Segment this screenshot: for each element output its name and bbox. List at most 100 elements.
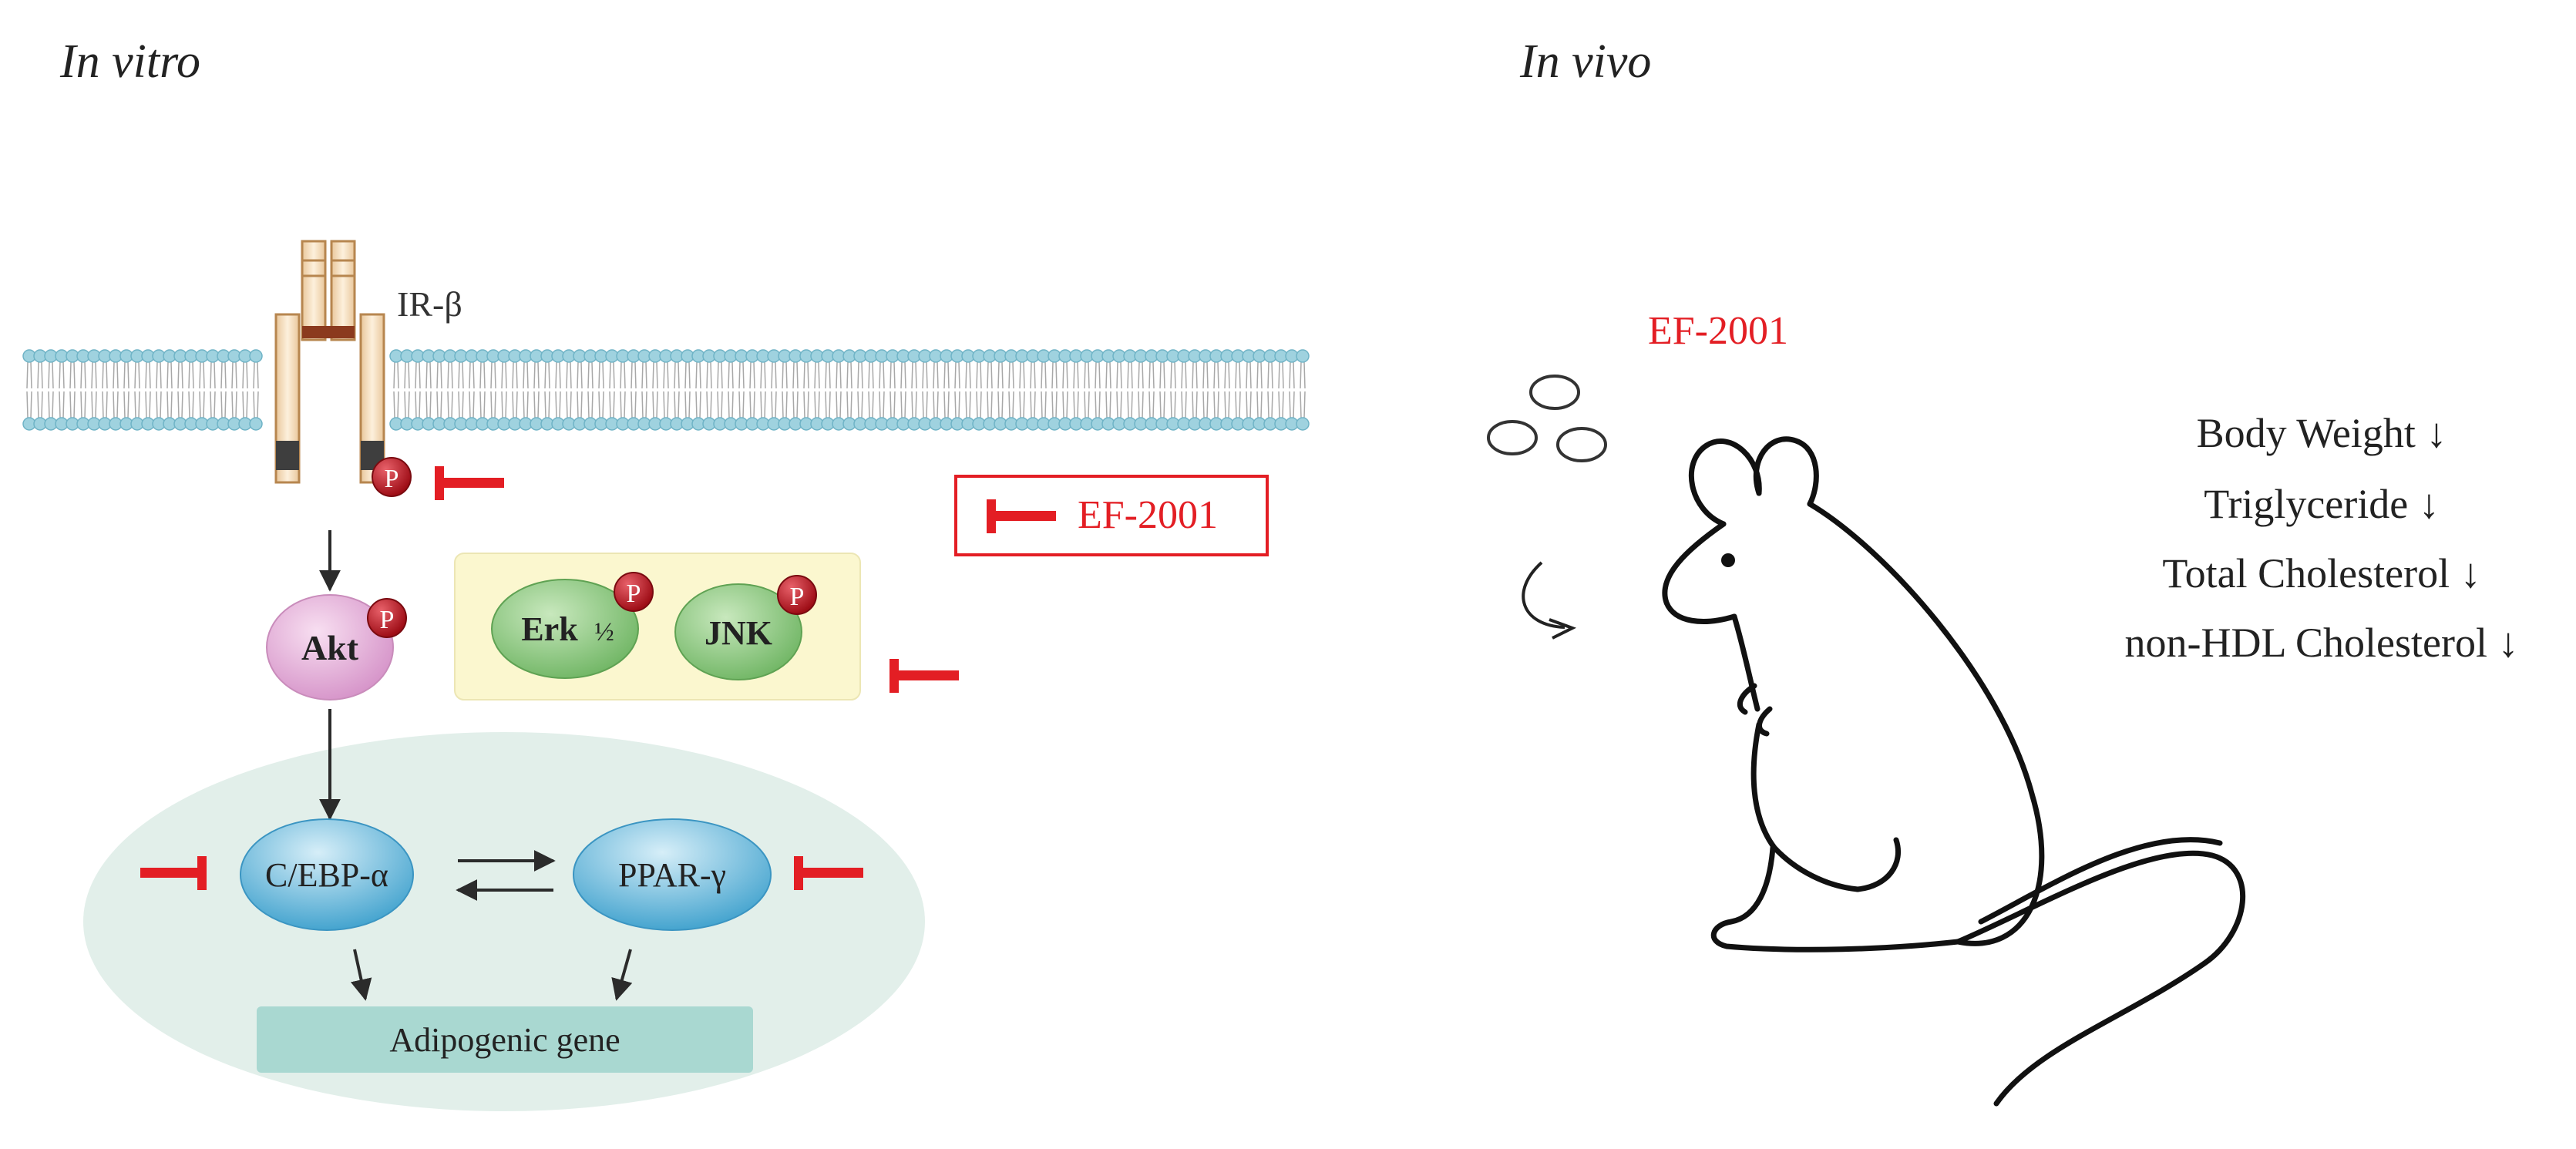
lipid-tail — [742, 361, 745, 389]
adipogenic-gene-box — [257, 1006, 753, 1073]
lipid-tail — [1260, 361, 1263, 389]
inhibit-ppar-icon — [794, 856, 863, 890]
lipid-tail — [731, 391, 734, 418]
cebp-node — [240, 818, 414, 931]
lipid-head — [249, 349, 263, 363]
lipid-tail — [1109, 391, 1111, 418]
lipid-tail — [80, 361, 82, 389]
lipid-tail — [814, 391, 816, 418]
lipid-tail — [1293, 361, 1295, 389]
lipid-tail — [160, 391, 162, 418]
lipid-tail — [807, 361, 809, 389]
lipid-tail — [753, 361, 755, 389]
lipid-tail — [721, 391, 723, 418]
lipid-tail — [1098, 361, 1101, 389]
lipid-tail — [1267, 391, 1270, 418]
lipid-tail — [523, 391, 525, 418]
lipid-tail — [214, 361, 216, 389]
pill-icon — [1487, 375, 1607, 462]
lipid-tail — [533, 361, 536, 389]
lipid-tail — [544, 391, 546, 418]
lipid-tail — [501, 391, 503, 418]
lipid-tail — [796, 361, 799, 389]
lipid-head — [249, 417, 263, 431]
lipid-tail — [943, 361, 946, 389]
lipid-tail — [937, 361, 939, 389]
lipid-tail — [106, 361, 108, 389]
svg-text:Erk: Erk — [521, 610, 578, 648]
lipid-tail — [904, 361, 906, 389]
lipid-tail — [419, 391, 421, 418]
lipid-tail — [803, 391, 805, 418]
inhibit-mapk-icon — [889, 659, 959, 693]
lipid-tail — [652, 391, 654, 418]
akt-label: Akt — [301, 628, 359, 667]
lipid-tail — [516, 391, 518, 418]
lipid-tail — [1224, 391, 1226, 418]
lipid-tail — [106, 391, 108, 418]
lipid-tail — [1192, 361, 1194, 389]
lipid-tail — [738, 391, 741, 418]
lipid-tail — [645, 391, 647, 418]
lipid-tail — [1012, 391, 1014, 418]
lipid-tail — [220, 391, 223, 418]
lipid-tail — [62, 361, 65, 389]
lipid-tail — [1044, 391, 1047, 418]
lipid-tail — [792, 361, 795, 389]
lipid-tail — [965, 391, 967, 418]
lipid-tail — [257, 391, 259, 418]
lipid-tail — [479, 391, 482, 418]
lipid-tail — [462, 361, 464, 389]
lipid-tail — [1051, 391, 1054, 418]
akt-node — [266, 594, 394, 700]
lipid-tail — [721, 361, 723, 389]
lipid-tail — [462, 391, 464, 418]
lipid-tail — [839, 361, 842, 389]
lipid-tail — [911, 391, 913, 418]
svg-text:P: P — [385, 465, 399, 493]
lipid-tail — [138, 391, 140, 418]
lipid-tail — [1159, 361, 1162, 389]
lipid-tail — [904, 391, 906, 418]
lipid-tail — [591, 391, 594, 418]
lipid-tail — [1105, 391, 1108, 418]
oral-dosing-arrow-icon — [1522, 561, 1577, 640]
lipid-tail — [1260, 391, 1263, 418]
lipid-tail — [699, 391, 701, 418]
lipid-tail — [753, 391, 755, 418]
lipid-tail — [591, 361, 594, 389]
lipid-tail — [933, 391, 935, 418]
lipid-tail — [156, 391, 158, 418]
svg-text:P: P — [380, 606, 395, 634]
lipid-tail — [62, 391, 65, 418]
ppar-label: PPAR-γ — [618, 856, 726, 894]
lipid-tail — [257, 361, 259, 389]
lipid-tail — [631, 391, 633, 418]
lipid-tail — [1246, 361, 1248, 389]
mouse-eye — [1721, 553, 1735, 567]
lipid-tail — [1041, 391, 1043, 418]
lipid-tail — [166, 361, 169, 389]
lipid-tail — [990, 361, 993, 389]
lipid-tail — [620, 361, 622, 389]
lipid-tail — [965, 361, 967, 389]
inhibit-receptor-icon — [435, 466, 504, 500]
lipid-tail — [889, 391, 892, 418]
svg-text:P: P — [627, 580, 641, 608]
lipid-tail — [1206, 361, 1209, 389]
lipid-tail — [1293, 391, 1295, 418]
lipid-tail — [138, 361, 140, 389]
lipid-tail — [479, 361, 482, 389]
lipid-tail — [73, 391, 76, 418]
lipid-tail — [52, 361, 54, 389]
lipid-tail — [990, 391, 993, 418]
lipid-tail — [1055, 391, 1058, 418]
lipid-tail — [602, 361, 604, 389]
lipid-tail — [1159, 391, 1162, 418]
lipid-tail — [1152, 391, 1155, 418]
lipid-tail — [587, 391, 590, 418]
lipid-tail — [26, 361, 29, 389]
lipid-tail — [490, 391, 493, 418]
in-vivo-treatment: EF-2001 — [1648, 309, 1788, 353]
